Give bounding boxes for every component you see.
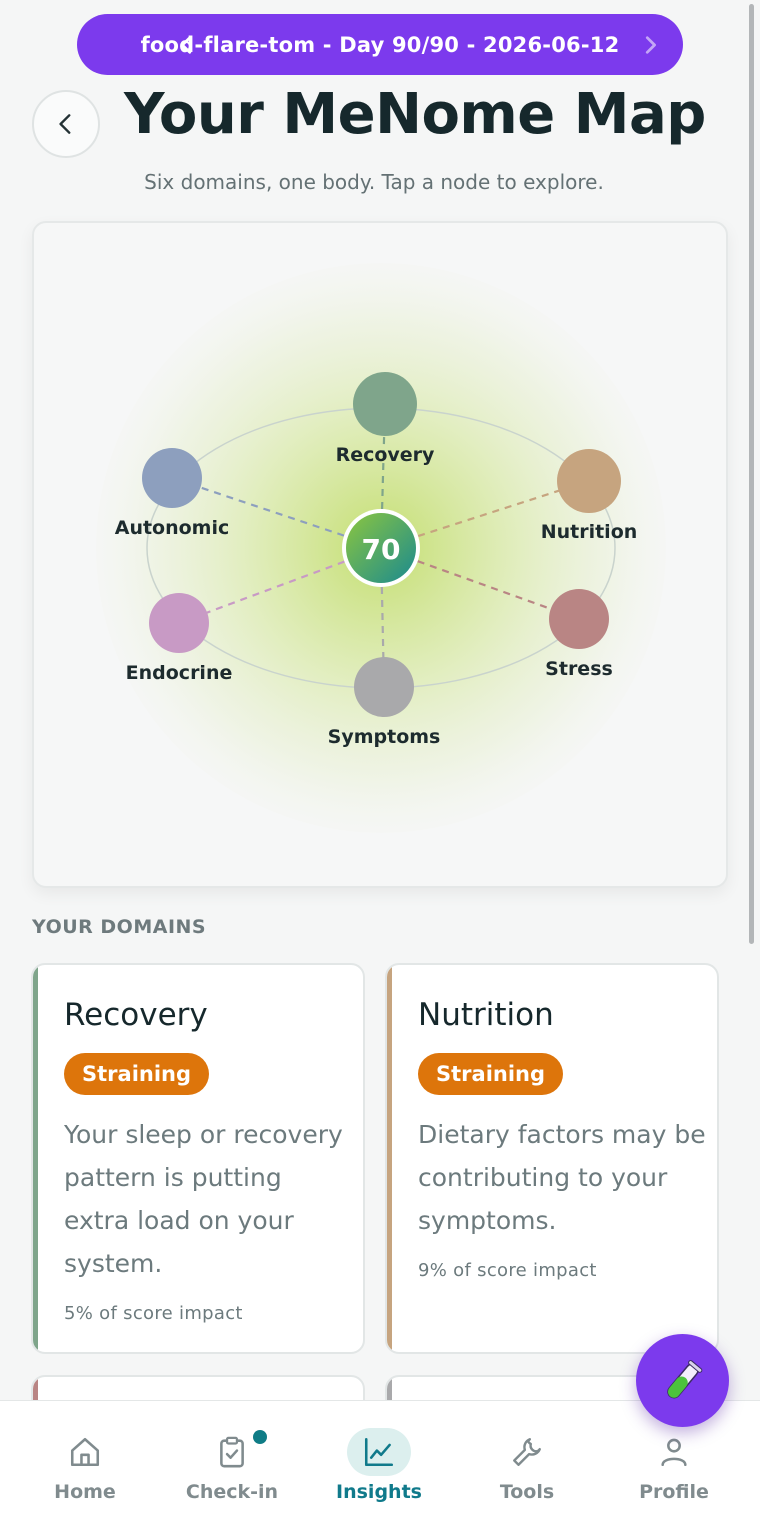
nav-icon-container [53,1428,117,1476]
domain-name: Recovery [64,997,208,1033]
section-label-domains: YOUR DOMAINS [32,916,207,938]
page-title: Your MeNome Map [124,82,706,147]
nav-item-check-in[interactable]: Check-in [167,1401,297,1539]
notification-dot [253,1430,267,1444]
spoke-endocrine [178,546,382,625]
map-node-symptoms[interactable] [354,657,414,717]
page-subtitle: Six domains, one body. Tap a node to exp… [144,170,604,194]
domain-card-recovery[interactable]: Recovery Straining Your sleep or recover… [31,963,365,1354]
nav-label: Check-in [185,1481,279,1503]
chevron-right-icon[interactable] [639,34,661,56]
person-icon [661,1438,687,1467]
map-node-label-nutrition: Nutrition [541,521,638,543]
center-score-circle[interactable] [346,513,416,583]
day-selector-pill[interactable]: food-flare-tom - Day 90/90 - 2026-06-12 [77,14,683,75]
spoke-stress [380,546,580,621]
day-pill-label: food-flare-tom - Day 90/90 - 2026-06-12 [140,32,620,57]
map-node-endocrine[interactable] [149,593,209,653]
map-node-nutrition[interactable] [557,449,621,513]
status-badge: Straining [64,1053,210,1095]
map-node-autonomic[interactable] [142,448,202,508]
map-node-stress[interactable] [549,589,609,649]
nav-icon-container [347,1428,411,1476]
spoke-nutrition [380,479,590,550]
nav-item-tools[interactable]: Tools [462,1401,592,1539]
map-node-label-recovery: Recovery [336,444,435,466]
test-tube-fab-button[interactable] [636,1334,729,1427]
center-score-value: 70 [362,533,401,566]
nav-icon-container [200,1428,264,1476]
nav-icon-container [642,1428,706,1476]
nav-label: Insights [336,1481,422,1503]
wrench-icon [513,1438,541,1466]
status-badge: Straining [418,1053,564,1095]
domain-description: Dietary factors may be contributing to y… [418,1120,706,1235]
back-button[interactable] [32,90,100,158]
chart-line-icon [364,1437,394,1467]
nav-label: Profile [639,1481,709,1503]
spoke-autonomic [171,476,382,550]
nav-item-insights[interactable]: Insights [314,1401,444,1539]
bottom-navigation: Home Check-in Insights Tools [0,1400,760,1539]
nav-icon-container [495,1428,559,1476]
map-node-recovery[interactable] [353,372,417,436]
score-impact: 9% of score impact [418,1260,597,1281]
chevron-left-icon[interactable] [176,34,198,56]
map-node-label-stress: Stress [545,658,613,680]
domain-description: Your sleep or recovery pattern is puttin… [64,1120,343,1278]
test-tube-icon [666,1359,702,1398]
card-accent [33,965,38,1352]
map-node-label-autonomic: Autonomic [115,517,230,539]
spoke-symptoms [379,547,386,688]
map-node-label-symptoms: Symptoms [328,726,441,748]
nav-label: Home [54,1481,116,1503]
scrollbar[interactable] [749,4,754,944]
card-accent [387,965,392,1352]
clipboard-check-icon [220,1436,244,1468]
nav-label: Tools [499,1481,555,1503]
home-icon [70,1437,100,1467]
domain-card-nutrition[interactable]: Nutrition Straining Dietary factors may … [385,963,719,1354]
nav-item-profile[interactable]: Profile [609,1401,739,1539]
chevron-left-icon [59,114,71,134]
nav-item-home[interactable]: Home [20,1401,150,1539]
map-node-label-endocrine: Endocrine [126,662,233,684]
score-impact: 5% of score impact [64,1303,243,1324]
domain-name: Nutrition [418,997,554,1033]
